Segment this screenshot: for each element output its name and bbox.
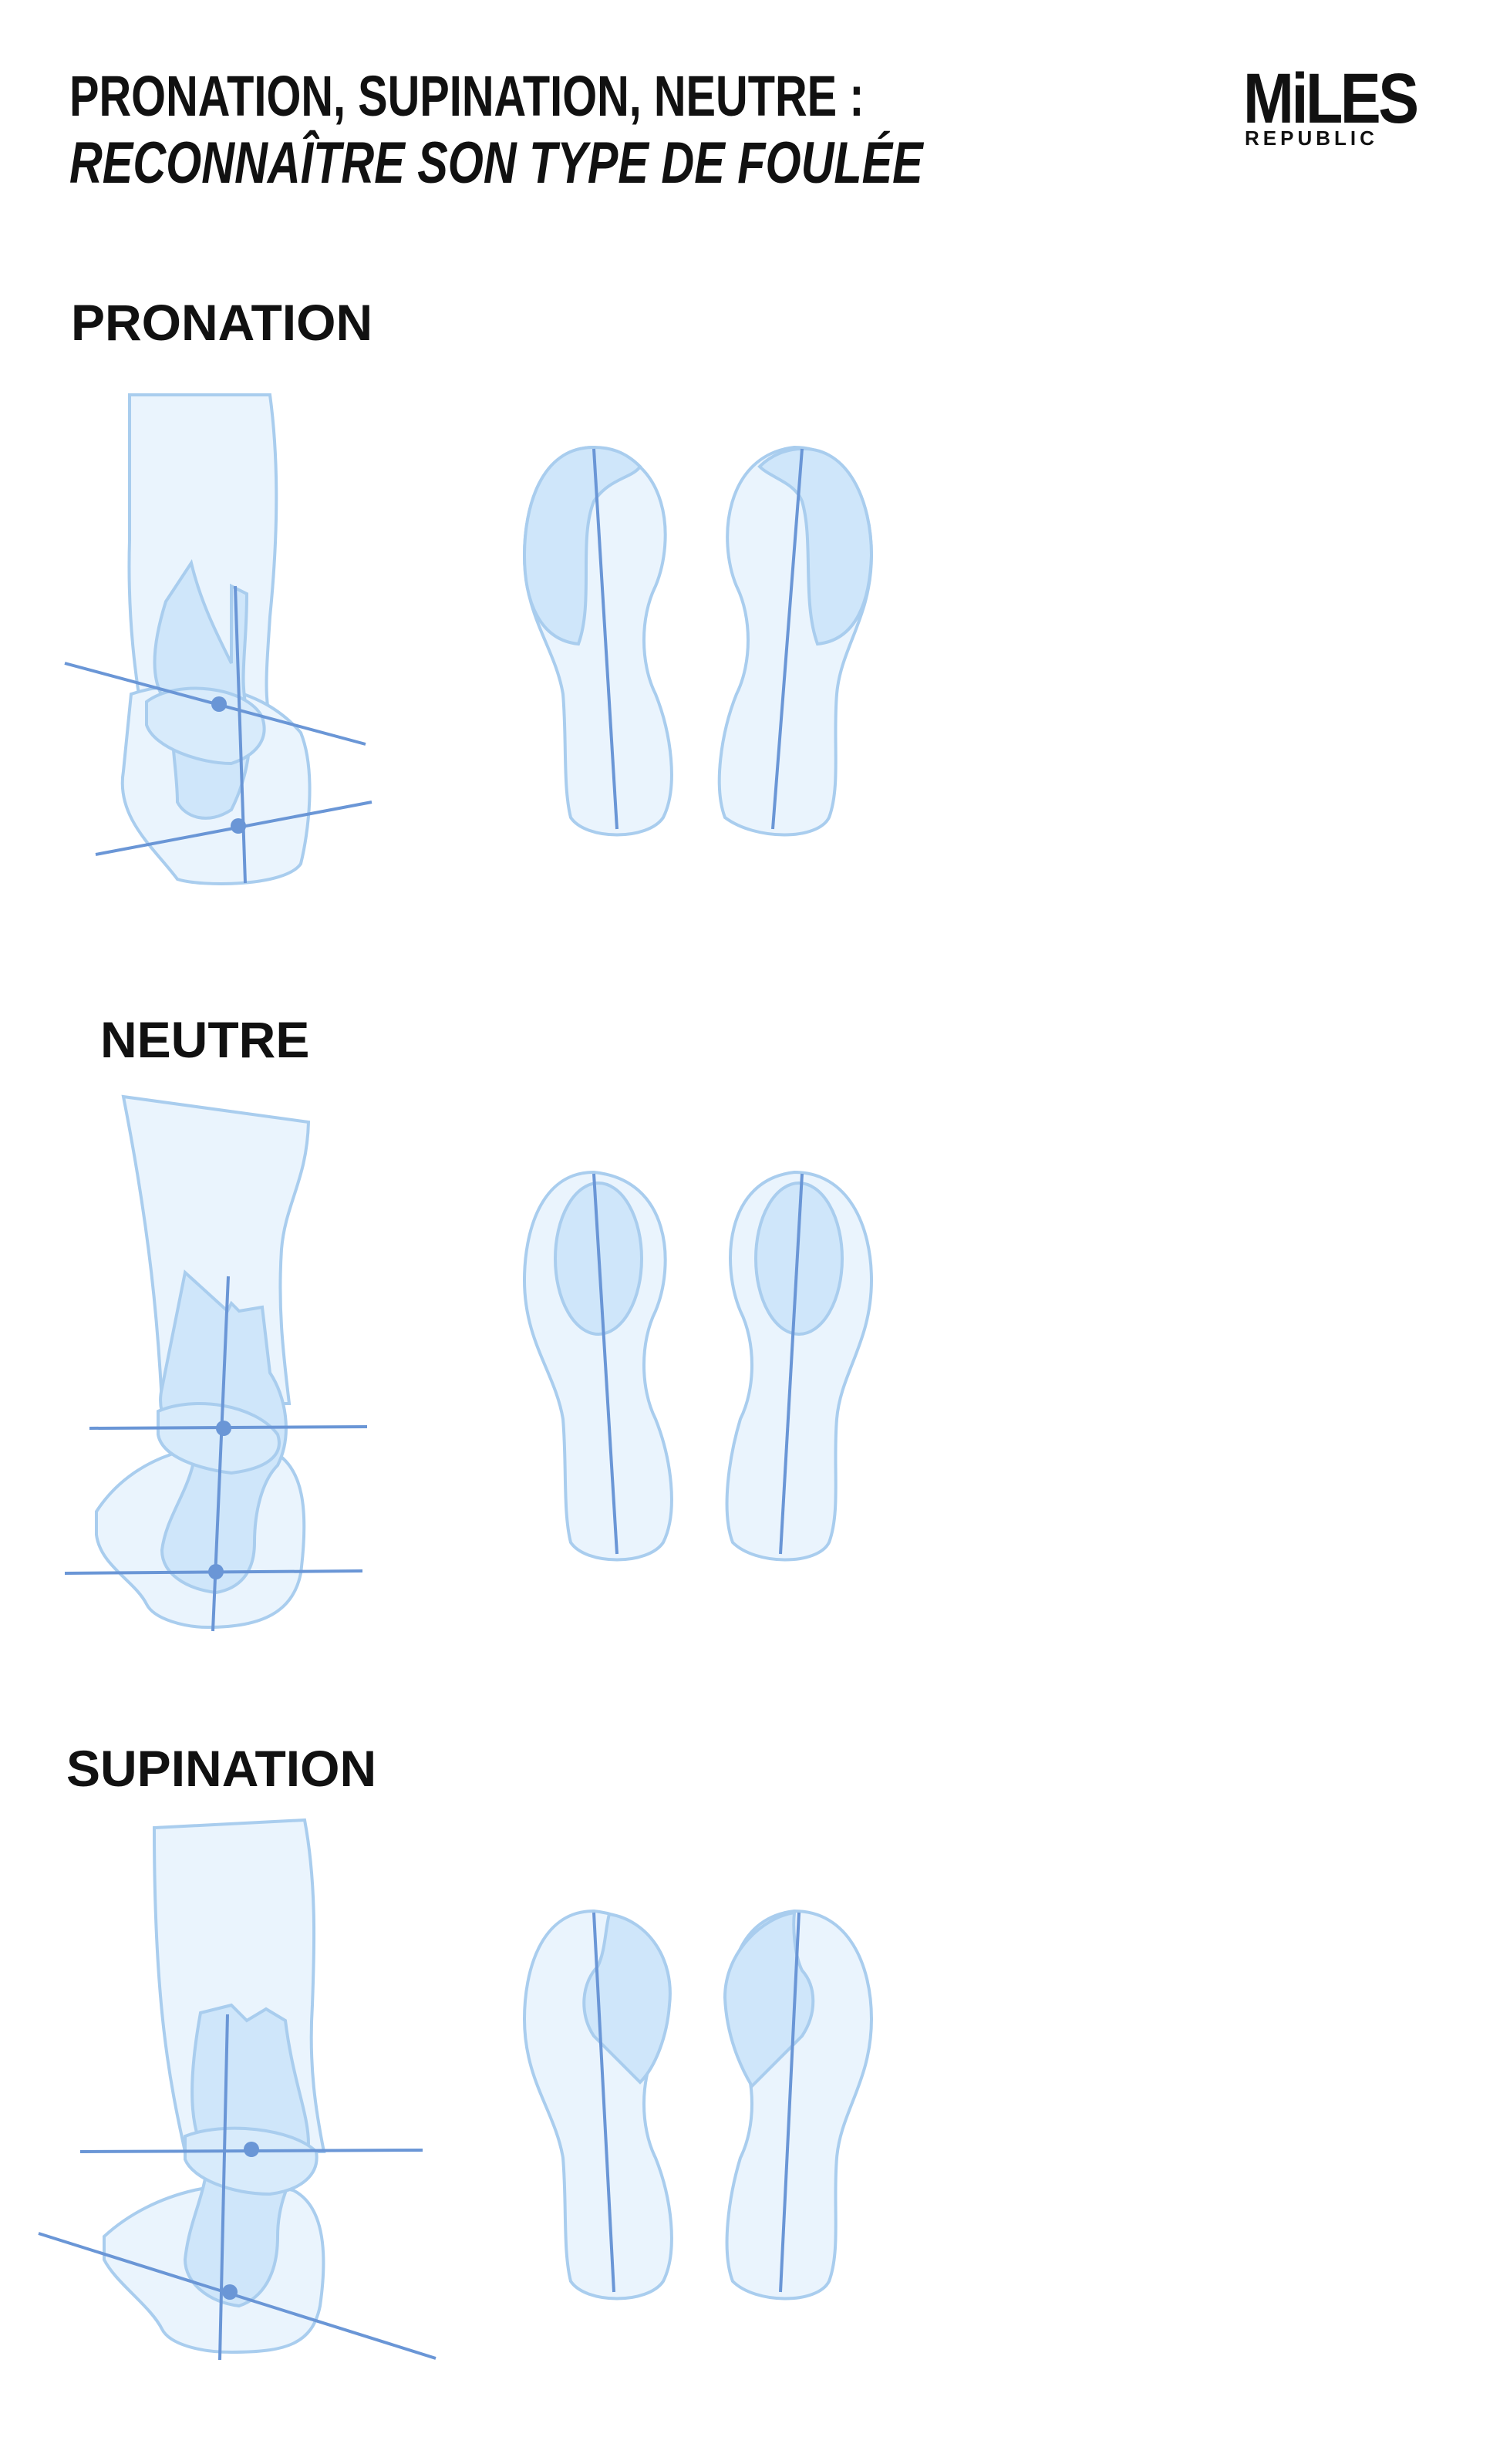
pronation-ankle-diagram: [120, 393, 312, 885]
supination-ankle-diagram: [103, 1818, 326, 2354]
page-title-line-2: RECONNAÎTRE SON TYPE DE FOULÉE: [69, 130, 923, 196]
ankle-point: [211, 696, 227, 712]
heel-point: [231, 818, 246, 834]
page-title-line-1: PRONATION, SUPINATION, NEUTRE :: [69, 64, 865, 128]
heel-point: [208, 1564, 224, 1579]
leg-axis-line: [234, 585, 247, 884]
neutre-footprint-right: [725, 1170, 874, 1562]
pronation-footprint-left: [522, 445, 673, 837]
talus-shape: [157, 1402, 281, 1475]
supination-footprint-right: [723, 1909, 874, 2301]
neutre-axis-points: [208, 1421, 231, 1579]
supination-axis-points: [222, 2142, 259, 2300]
neutre-footprint-left: [522, 1170, 673, 1562]
leg-axis-line: [218, 2014, 229, 2361]
talus-shape: [184, 2126, 319, 2196]
logo-subtitle: REPUBLIC: [1245, 126, 1378, 150]
supination-footprint-left: [522, 1909, 673, 2301]
heel-point: [222, 2284, 238, 2300]
section-label-neutre: NEUTRE: [100, 1011, 310, 1068]
talus-shape: [145, 686, 266, 766]
ankle-point: [244, 2142, 259, 2157]
logo-wordmark: MiLES: [1243, 59, 1419, 138]
miles-republic-logo: MiLES REPUBLIC: [1243, 59, 1421, 150]
ankle-point: [216, 1421, 231, 1436]
section-label-pronation: PRONATION: [71, 294, 373, 351]
pronation-axis-points: [211, 696, 246, 834]
heel-axis-line: [38, 2232, 437, 2360]
pronation-footprint-right: [717, 445, 874, 837]
section-label-supination: SUPINATION: [66, 1740, 377, 1797]
